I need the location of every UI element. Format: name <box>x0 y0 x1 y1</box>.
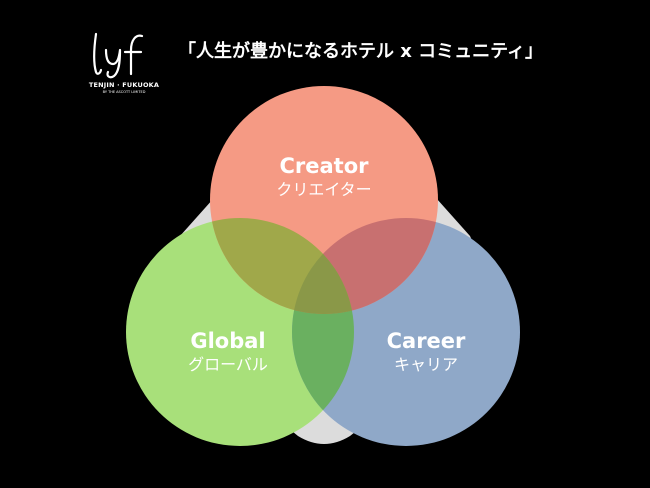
career-label-ja: キャリア <box>393 355 458 374</box>
lyf-wordmark-icon <box>93 32 144 79</box>
label-career: Career キャリア <box>356 328 496 376</box>
lyf-logo: TENJIN · FUKUOKA BY THE ASCOTT LIMITED <box>84 28 164 100</box>
label-global: Global グローバル <box>158 328 298 376</box>
creator-label-ja: クリエイター <box>276 180 372 199</box>
logo-location: TENJIN · FUKUOKA <box>88 81 160 89</box>
overlap-creator-career <box>292 218 438 314</box>
label-creator: Creator クリエイター <box>254 153 394 201</box>
career-label-en: Career <box>386 329 466 353</box>
page-title: 「人生が豊かになるホテル x コミュニティ」 <box>178 41 544 62</box>
overlap-creator-global <box>210 218 354 314</box>
creator-label-en: Creator <box>279 154 369 178</box>
logo-tagline: BY THE ASCOTT LIMITED <box>102 90 146 94</box>
global-label-en: Global <box>190 329 266 353</box>
global-label-ja: グローバル <box>188 355 268 374</box>
